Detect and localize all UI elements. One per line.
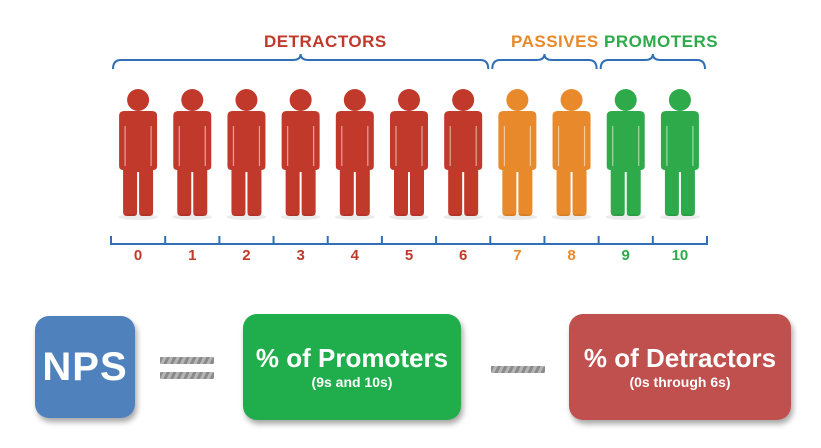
- promoters-label: PROMOTERS: [604, 32, 719, 51]
- detractors-bracket: [112, 53, 490, 70]
- detractors-label: DETRACTORS: [264, 32, 387, 51]
- equals-sign-top: [160, 357, 214, 364]
- detractors-box: % of Detractors (0s through 6s): [569, 314, 791, 420]
- score-label-1: 1: [188, 247, 197, 264]
- score-label-0: 0: [133, 247, 143, 264]
- person-figure-5: [389, 89, 429, 220]
- score-label-10: 10: [671, 247, 689, 264]
- category-brackets: [112, 53, 706, 70]
- score-label-7: 7: [513, 247, 522, 264]
- promoters-box: % of Promoters (9s and 10s): [243, 314, 461, 420]
- score-label-5: 5: [404, 247, 414, 264]
- detractors-formula-title: % of Detractors: [583, 343, 777, 373]
- nps-box: NPS: [35, 316, 135, 418]
- person-figure-9: [605, 89, 646, 220]
- person-figure-7: [497, 89, 538, 220]
- promoters-formula-subtitle: (9s and 10s): [311, 374, 393, 390]
- passives-label: PASSIVES: [511, 32, 599, 51]
- person-figure-8: [551, 89, 592, 220]
- equals-sign-bottom: [160, 372, 214, 379]
- score-label-6: 6: [459, 247, 468, 264]
- person-figure-10: [659, 89, 700, 220]
- score-ruler: [110, 236, 708, 245]
- respondent-figures: [118, 89, 700, 220]
- person-figure-1: [172, 89, 213, 220]
- score-label-2: 2: [242, 247, 251, 264]
- person-figure-2: [226, 89, 267, 220]
- person-figure-6: [443, 89, 484, 220]
- person-figure-3: [280, 89, 321, 220]
- score-label-4: 4: [350, 247, 359, 264]
- person-figure-4: [334, 89, 375, 220]
- passives-bracket: [491, 53, 598, 70]
- promoters-bracket: [599, 53, 706, 70]
- score-label-8: 8: [567, 247, 576, 264]
- promoters-formula-title: % of Promoters: [255, 343, 449, 373]
- minus-sign: [491, 366, 545, 373]
- score-label-3: 3: [296, 247, 305, 264]
- nps-label: NPS: [42, 344, 128, 389]
- detractors-formula-subtitle: (0s through 6s): [629, 374, 731, 390]
- person-figure-0: [118, 89, 159, 220]
- score-label-9: 9: [621, 247, 630, 264]
